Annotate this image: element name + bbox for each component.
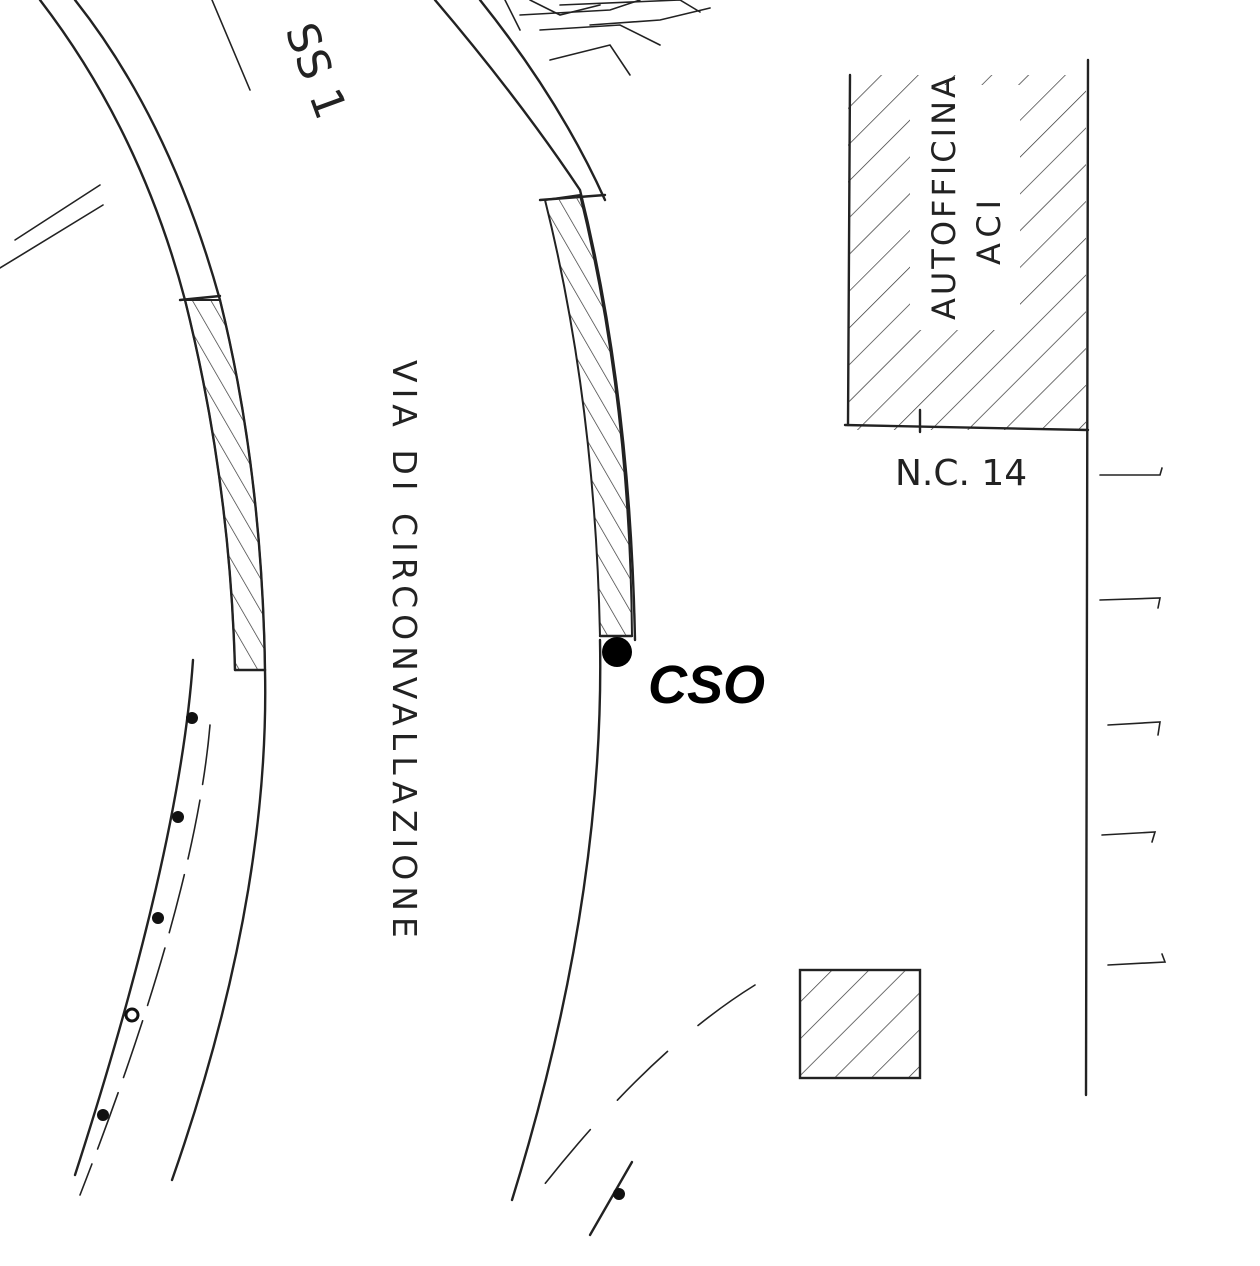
sidewalk-hatch-left	[183, 299, 267, 671]
road-main-lower-edges	[170, 638, 602, 1202]
pole-dot-icon	[152, 912, 164, 924]
building-autofficina	[843, 73, 1090, 434]
left-dashed-line	[73, 658, 211, 1196]
utility-poles-left	[97, 712, 198, 1121]
pole-dot-icon	[172, 811, 184, 823]
bottom-dashed-path	[539, 984, 756, 1237]
label-marker-cso: CSO	[648, 655, 765, 715]
label-aci: ACI	[970, 194, 1008, 265]
pole-dot-icon	[613, 1188, 625, 1200]
marker-dot-icon[interactable]	[602, 637, 632, 667]
ss1-mark	[211, 0, 251, 91]
pole-dot-icon	[186, 712, 198, 724]
label-ss1: SS 1	[275, 16, 356, 125]
vegetation-scribbles	[504, 0, 711, 76]
pole-dot-icon	[124, 1007, 140, 1023]
building-small	[798, 968, 922, 1080]
grass-strokes-left	[0, 184, 104, 269]
pole-dot-icon	[97, 1109, 109, 1121]
property-boundary	[1084, 58, 1167, 1097]
label-autofficina: AUTOFFICINA	[925, 73, 963, 320]
label-civic-number: N.C. 14	[895, 453, 1027, 494]
sidewalk-hatch-right	[543, 193, 634, 637]
label-via-circonvallazione: VIA DI CIRCONVALLAZIONE	[385, 360, 424, 944]
